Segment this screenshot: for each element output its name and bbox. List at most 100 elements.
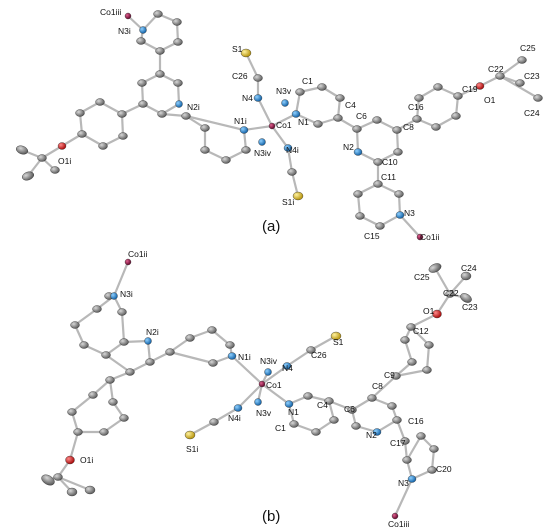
carbon-atom	[53, 473, 63, 481]
bond	[256, 96, 274, 128]
bond	[286, 146, 294, 174]
carbon-atom	[15, 145, 29, 155]
atom-label: C22	[488, 64, 504, 74]
carbon-atom	[445, 290, 455, 298]
carbon-atom	[101, 351, 111, 359]
carbon-atom	[352, 125, 362, 133]
atom-label: N3v	[276, 86, 292, 96]
carbon-atom	[225, 341, 235, 349]
bond	[168, 350, 215, 365]
bond	[244, 51, 260, 80]
nitrogen-atom	[282, 362, 292, 370]
atom-label: C8	[372, 381, 383, 391]
atom-label: N4i	[286, 145, 299, 155]
atoms-layer-b	[41, 258, 472, 520]
carbon-atom	[155, 70, 165, 78]
atom-label: C15	[364, 231, 380, 241]
carbon-atom	[460, 271, 472, 281]
nitrogen-atom	[110, 292, 118, 300]
carbon-atom	[495, 72, 505, 80]
atom-label: C25	[520, 43, 536, 53]
atom-label: C24	[524, 108, 540, 118]
carbon-atom	[200, 124, 210, 132]
nitrogen-atom	[264, 368, 272, 376]
bond	[498, 58, 524, 78]
carbon-atom	[221, 156, 231, 164]
caption-a: (a)	[262, 218, 280, 235]
bond	[104, 353, 132, 374]
bond	[120, 310, 126, 344]
carbon-atom	[333, 114, 343, 122]
carbon-atom	[324, 397, 334, 405]
carbon-atom	[517, 56, 527, 64]
bond	[184, 114, 246, 132]
bond	[393, 477, 414, 518]
nitrogen-atom	[254, 398, 262, 406]
nitrogen-atom	[175, 100, 183, 108]
cobalt-atom	[258, 380, 266, 388]
carbon-atom	[75, 109, 85, 117]
atom-label: C4	[317, 400, 328, 410]
atom-label: C8	[403, 122, 414, 132]
atom-label: O1	[423, 306, 435, 316]
carbon-atom	[306, 346, 316, 354]
nitrogen-atom	[281, 99, 289, 107]
nitrogen-atom	[139, 26, 147, 34]
atom-label: N4	[242, 93, 253, 103]
carbon-atom	[391, 372, 401, 380]
carbon-atom	[317, 83, 327, 91]
atom-label: Co1	[266, 380, 282, 390]
atom-label: C26	[232, 71, 248, 81]
atom-label: N3i	[118, 26, 131, 36]
atom-label: C22	[443, 288, 459, 298]
carbon-atom	[207, 326, 217, 334]
atom-label: S1i	[186, 444, 198, 454]
atom-label: C20	[436, 464, 452, 474]
atom-label: O1	[484, 95, 496, 105]
carbon-atom	[347, 406, 357, 414]
carbon-atom	[145, 358, 155, 366]
carbon-atom	[387, 402, 397, 410]
atom-label: O1i	[80, 455, 93, 465]
atoms-layer-a	[15, 10, 543, 241]
carbon-atom	[181, 112, 191, 120]
bond	[405, 434, 423, 462]
carbon-atom	[200, 146, 210, 154]
carbon-atom	[50, 166, 60, 174]
atom-label: C23	[524, 71, 540, 81]
atom-label: C1	[275, 423, 286, 433]
nitrogen-atom	[407, 475, 417, 483]
atom-label: N2	[366, 430, 377, 440]
atom-label: N3i	[120, 289, 133, 299]
carbon-atom	[70, 321, 80, 329]
atom-label: N2i	[187, 102, 200, 112]
atom-label: C11	[381, 172, 396, 182]
atom-label: Co1	[276, 120, 292, 130]
bonds-layer-b	[46, 260, 468, 518]
atom-label: Co1iii	[388, 519, 409, 529]
atom-label: Co1ii	[128, 249, 147, 259]
nitrogen-atom	[283, 144, 293, 152]
carbon-atom	[136, 37, 146, 45]
carbon-atom	[37, 154, 47, 162]
carbon-atom	[460, 293, 472, 303]
atom-label: N3v	[256, 408, 272, 418]
atom-label: C16	[408, 416, 424, 426]
carbon-atom	[422, 366, 432, 374]
nitrogen-atom	[233, 404, 243, 412]
atom-label: N1i	[234, 116, 247, 126]
carbon-atom	[453, 92, 463, 100]
carbon-atom	[119, 338, 129, 346]
atom-label: S1i	[282, 197, 294, 207]
atom-label: N2i	[146, 327, 159, 337]
carbon-atom	[392, 126, 402, 134]
carbon-atom	[73, 428, 83, 436]
carbon-atom	[153, 10, 163, 18]
nitrogen-atom	[227, 352, 237, 360]
cobalt-atom	[391, 512, 399, 520]
nitrogen-atom	[372, 428, 382, 436]
